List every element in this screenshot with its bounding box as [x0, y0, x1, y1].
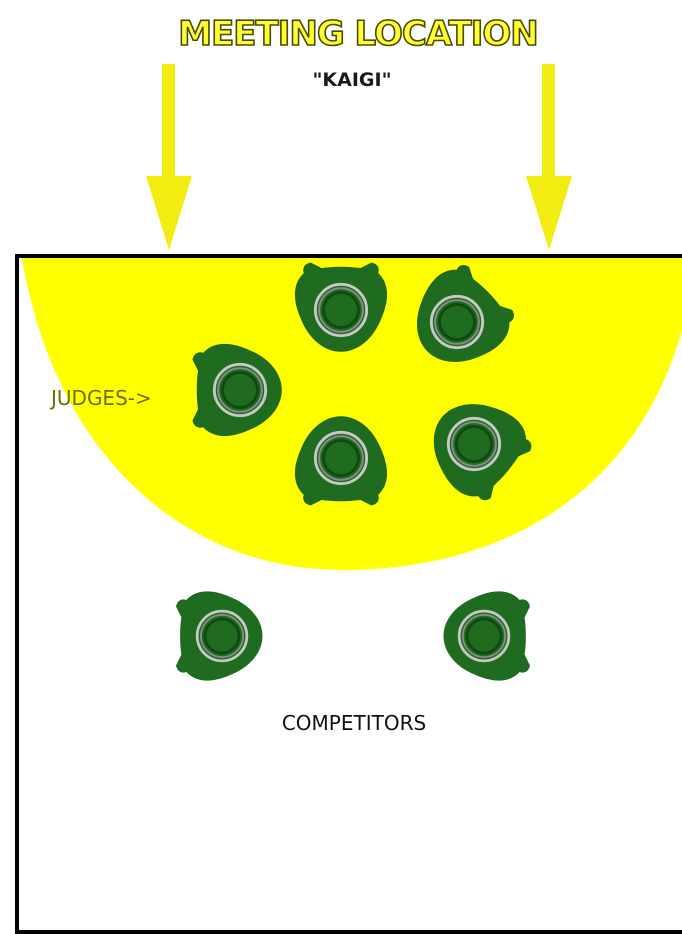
arrow-right-icon: [526, 64, 572, 250]
judges-label: JUDGES->: [49, 386, 152, 410]
subtitle: "KAIGI": [313, 69, 392, 91]
competitors-label: COMPETITORS: [282, 711, 426, 735]
competitor-figure: [442, 590, 532, 682]
page-title: MEETING LOCATION: [178, 14, 538, 54]
competitor-figure: [174, 590, 264, 682]
judges-area: [22, 258, 682, 571]
room-border: [15, 254, 682, 934]
arrow-left-icon: [146, 64, 192, 250]
